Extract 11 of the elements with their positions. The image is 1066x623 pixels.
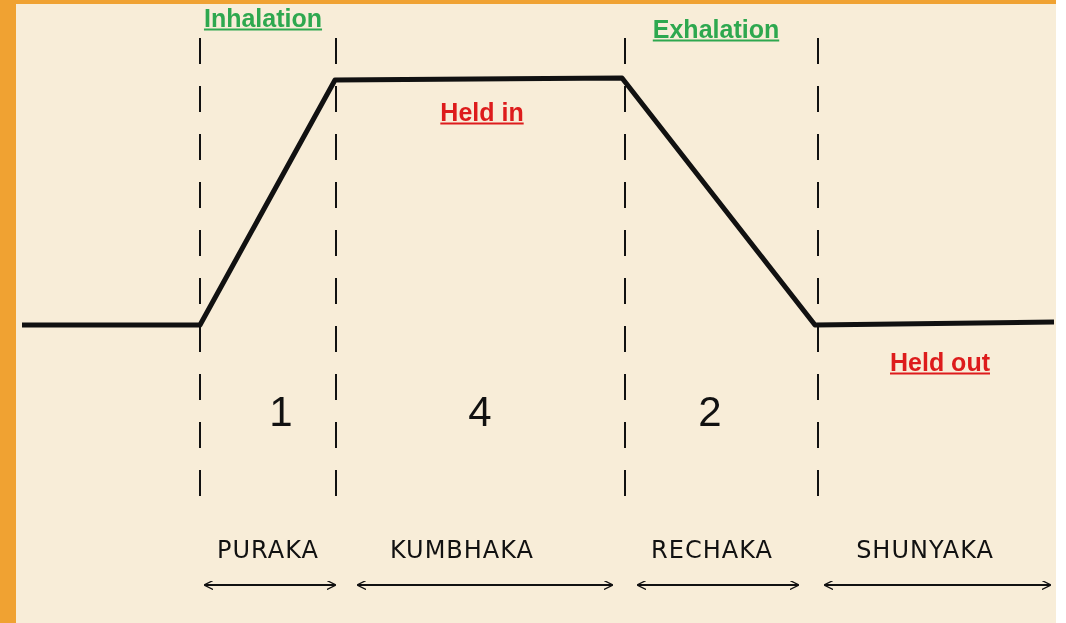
ratio-number: 2	[698, 391, 722, 433]
phase-name: PURAKA	[217, 538, 319, 562]
phase-name: SHUNYAKA	[856, 538, 994, 562]
breath-state-label: Held out	[890, 349, 990, 375]
phase-name: RECHAKA	[651, 538, 773, 562]
breath-state-label: Held in	[440, 99, 524, 125]
phase-heading: Inhalation	[203, 5, 323, 31]
phase-heading: Exhalation	[652, 16, 780, 42]
ratio-number: 4	[468, 391, 492, 433]
ratio-number: 1	[269, 391, 293, 433]
phase-name: KUMBHAKA	[390, 538, 534, 562]
